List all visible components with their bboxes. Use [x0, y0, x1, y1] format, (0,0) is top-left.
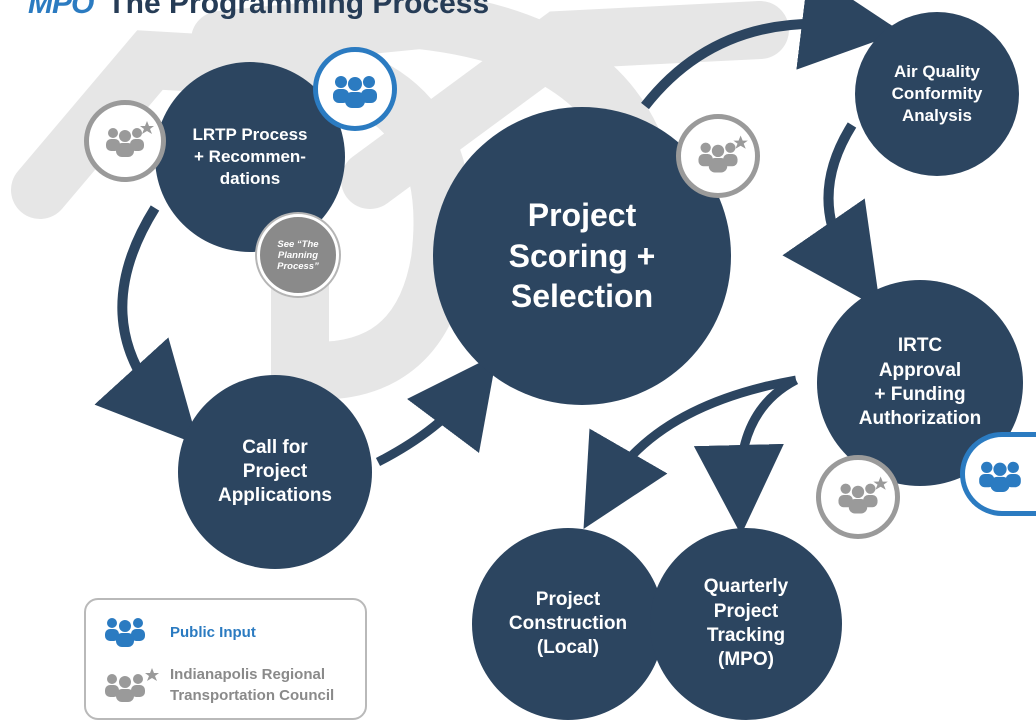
- node-irtc-line1: IRTC: [897, 335, 943, 357]
- arrow-irtc-to-tracking: [693, 376, 799, 535]
- node-air-quality: Air Quality Conformity Analysis: [855, 12, 1019, 176]
- node-call-line2: Project: [242, 460, 308, 482]
- node-quarterly-tracking: Quarterly Project Tracking (MPO): [650, 528, 842, 720]
- irtc-badge-scoring: [676, 114, 760, 198]
- see-planning-process-note: See “The Planning Process”: [257, 214, 339, 296]
- legend: Public Input Indianapolis Regional Trans…: [84, 598, 367, 720]
- node-scoring-line2: Scoring +: [508, 237, 656, 274]
- public-input-badge-lrtp: [313, 47, 397, 131]
- node-air-line2: Conformity: [891, 84, 983, 104]
- people-group-icon: [105, 618, 145, 647]
- people-group-star-icon: [838, 476, 888, 514]
- node-scoring-line3: Selection: [510, 278, 654, 315]
- legend-irtc: Indianapolis Regional Transportation Cou…: [102, 664, 334, 706]
- page-title: The Programming Process: [107, 0, 490, 20]
- arrow-scoring-to-air: [641, 0, 902, 110]
- legend-public-input: Public Input: [102, 616, 256, 648]
- people-group-star-icon: [698, 135, 748, 173]
- arrow-call-to-scoring: [375, 354, 498, 466]
- node-air-line3: Analysis: [902, 105, 972, 125]
- node-tracking-line1: Quarterly: [703, 576, 789, 598]
- node-construction-line3: (Local): [536, 637, 600, 659]
- people-group-star-icon: [105, 668, 159, 702]
- node-lrtp-line1: LRTP Process: [192, 125, 308, 145]
- node-construction-line2: Construction: [508, 612, 628, 634]
- node-lrtp-line2: + Recommen-: [194, 147, 306, 167]
- see-note-line1: See “The: [277, 238, 319, 250]
- node-irtc-approval: IRTC Approval + Funding Authorization: [817, 280, 1023, 486]
- public-input-badge-approval: [960, 432, 1036, 516]
- irtc-badge-approval: [816, 455, 900, 539]
- people-group-icon: [979, 461, 1021, 492]
- node-lrtp-line3: dations: [219, 168, 281, 188]
- people-group-star-icon: [106, 121, 154, 157]
- node-air-line1: Air Quality: [894, 62, 980, 82]
- irtc-badge-lrtp: [84, 100, 166, 182]
- arrow-lrtp-to-call: [94, 205, 199, 446]
- node-irtc-line2: Approval: [878, 359, 962, 381]
- node-tracking-line3: Tracking: [706, 625, 786, 646]
- node-call-line3: Applications: [217, 485, 332, 507]
- people-group-icon: [333, 76, 377, 108]
- node-scoring-line1: Project: [527, 196, 637, 233]
- node-project-scoring: Project Scoring + Selection: [433, 107, 731, 405]
- node-tracking-line2: Project: [713, 600, 779, 622]
- mpo-logo: MPO: [28, 0, 94, 20]
- page-header: MPO The Programming Process: [0, 0, 489, 22]
- legend-irtc-line1: Indianapolis Regional: [170, 666, 326, 683]
- node-tracking-line4: (MPO): [718, 649, 774, 671]
- arrow-air-to-irtc: [782, 122, 881, 310]
- legend-irtc-line2: Transportation Council: [170, 687, 335, 704]
- node-call-for-applications: Call for Project Applications: [178, 375, 372, 569]
- see-note-line2: Planning: [277, 249, 319, 261]
- see-note-line3: Process”: [277, 260, 319, 272]
- legend-public-input-label: Public Input: [170, 623, 256, 641]
- arrow-irtc-to-construction: [583, 375, 797, 529]
- node-call-line1: Call for: [242, 436, 308, 458]
- node-irtc-line3: + Funding: [874, 384, 966, 405]
- node-construction-line1: Project: [535, 588, 601, 610]
- node-irtc-line4: Authorization: [858, 408, 982, 430]
- node-project-construction: Project Construction (Local): [472, 528, 664, 720]
